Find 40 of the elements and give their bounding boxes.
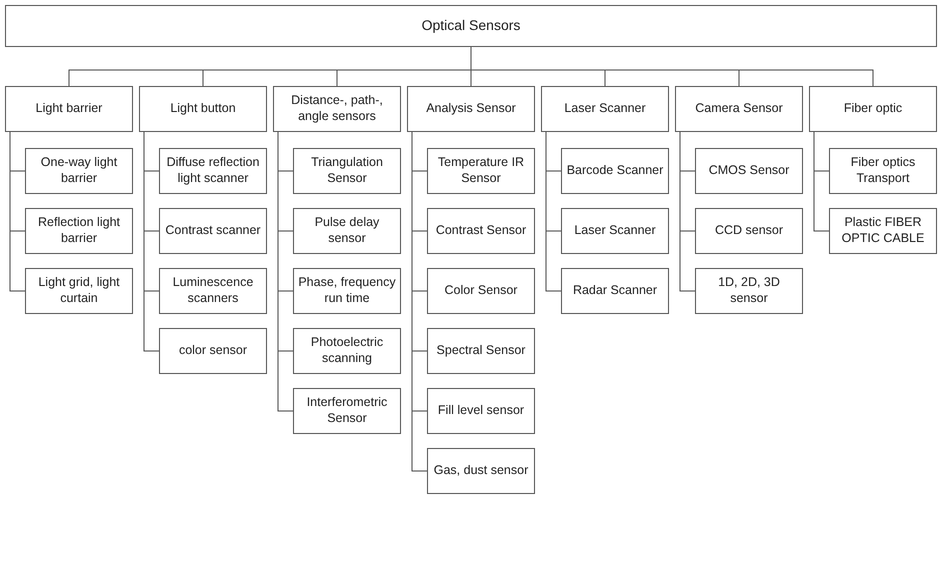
sensor-box: Diffuse reflection light scanner xyxy=(159,148,267,194)
sensor-box: Luminescence scanners xyxy=(159,268,267,314)
sensor-box: Interferometric Sensor xyxy=(293,388,401,434)
sensor-box: Temperature IR Sensor xyxy=(427,148,535,194)
category-box: Light barrier xyxy=(5,86,133,132)
category-box: Distance-, path-, angle sensors xyxy=(273,86,401,132)
category-box: Fiber optic xyxy=(809,86,937,132)
sensor-box: Spectral Sensor xyxy=(427,328,535,374)
sensor-box: Contrast Sensor xyxy=(427,208,535,254)
title-box: Optical Sensors xyxy=(5,5,937,47)
sensor-box: Barcode Scanner xyxy=(561,148,669,194)
sensor-box: CMOS Sensor xyxy=(695,148,803,194)
sensor-box: Radar Scanner xyxy=(561,268,669,314)
category-box: Camera Sensor xyxy=(675,86,803,132)
sensor-box: Light grid, light curtain xyxy=(25,268,133,314)
connector-line xyxy=(680,132,696,292)
connector-line xyxy=(546,132,562,292)
sensor-box: One-way light barrier xyxy=(25,148,133,194)
category-box: Analysis Sensor xyxy=(407,86,535,132)
sensor-box: Phase, frequency run time xyxy=(293,268,401,314)
sensor-box: Photoelectric scanning xyxy=(293,328,401,374)
connector-line xyxy=(278,132,294,412)
category-box: Light button xyxy=(139,86,267,132)
category-box: Laser Scanner xyxy=(541,86,669,132)
sensor-box: Color Sensor xyxy=(427,268,535,314)
sensor-box: Contrast scanner xyxy=(159,208,267,254)
sensor-box: Fiber optics Transport xyxy=(829,148,937,194)
sensor-box: Pulse delay sensor xyxy=(293,208,401,254)
sensor-box: Fill level sensor xyxy=(427,388,535,434)
sensor-box: Plastic FIBER OPTIC CABLE xyxy=(829,208,937,254)
connector-line xyxy=(144,132,160,352)
sensor-box: Gas, dust sensor xyxy=(427,448,535,494)
connector-line xyxy=(10,132,26,292)
sensor-box: 1D, 2D, 3D sensor xyxy=(695,268,803,314)
sensor-box: CCD sensor xyxy=(695,208,803,254)
sensor-box: Reflection light barrier xyxy=(25,208,133,254)
sensor-box: color sensor xyxy=(159,328,267,374)
sensor-box: Laser Scanner xyxy=(561,208,669,254)
sensor-box: Triangulation Sensor xyxy=(293,148,401,194)
connector-line xyxy=(814,132,830,232)
